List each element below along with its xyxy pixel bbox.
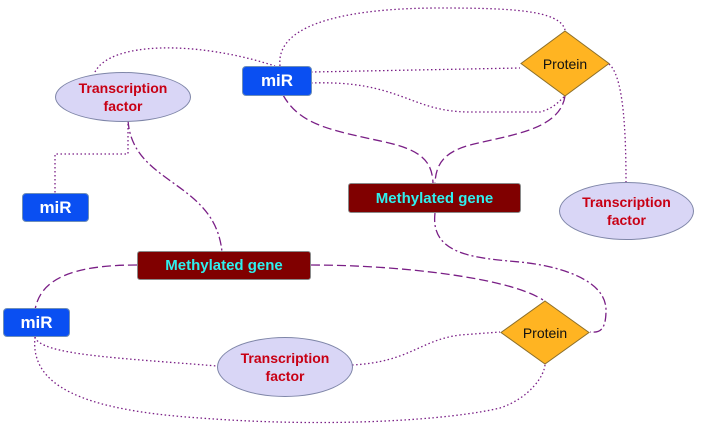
edge-methylated-center-to-protein-bottom <box>434 212 607 333</box>
protein-label: Protein <box>522 324 568 341</box>
edge-mir-to-protein <box>310 67 521 73</box>
edge-mir-to-protein-top-loop <box>279 7 566 67</box>
edge-methylated-lower-to-protein-bottom <box>310 264 544 301</box>
edge-mir-to-protein-bottom-loop <box>34 336 546 424</box>
edge-tf-to-mir-left <box>54 120 129 193</box>
protein-label: Protein <box>542 55 588 72</box>
transcription-factor-label: Transcription factor <box>240 350 330 384</box>
transcription-factor-right: Transcription factor <box>559 182 694 240</box>
transcription-factor-label: Transcription factor <box>78 80 168 114</box>
edge-mir-to-methylated-center <box>282 94 434 184</box>
mir-bottom-left: miR <box>3 308 70 337</box>
mir-label: miR <box>20 312 53 332</box>
protein-bottom: Protein <box>500 300 590 365</box>
methylated-gene-center: Methylated gene <box>348 183 521 213</box>
edge-mir-to-protein-lower <box>310 82 566 113</box>
edge-mir-to-tf-bottom <box>34 336 218 367</box>
diamond-icon <box>500 300 590 365</box>
transcription-factor-top-left: Transcription factor <box>55 72 191 122</box>
methylated-gene-label: Methylated gene <box>165 257 283 274</box>
edge-tf-bottom-to-protein <box>351 331 501 366</box>
diamond-icon <box>520 30 610 97</box>
methylated-gene-label: Methylated gene <box>375 189 494 207</box>
mir-left: miR <box>22 193 89 222</box>
mir-label: miR <box>260 71 294 90</box>
mir-label: miR <box>39 197 72 217</box>
methylated-gene-lower: Methylated gene <box>137 251 311 280</box>
edge-protein-to-methylated-center <box>434 95 566 184</box>
transcription-factor-label: Transcription factor <box>582 194 671 228</box>
edge-tf-to-methylated-lower <box>127 119 223 253</box>
protein-top: Protein <box>520 30 610 97</box>
edge-tf-to-mir-top <box>94 47 276 73</box>
edge-methylated-lower-to-mir <box>34 264 138 311</box>
transcription-factor-bottom: Transcription factor <box>217 337 353 397</box>
mir-top: miR <box>242 66 312 96</box>
edge-protein-to-tf-right <box>608 63 627 183</box>
